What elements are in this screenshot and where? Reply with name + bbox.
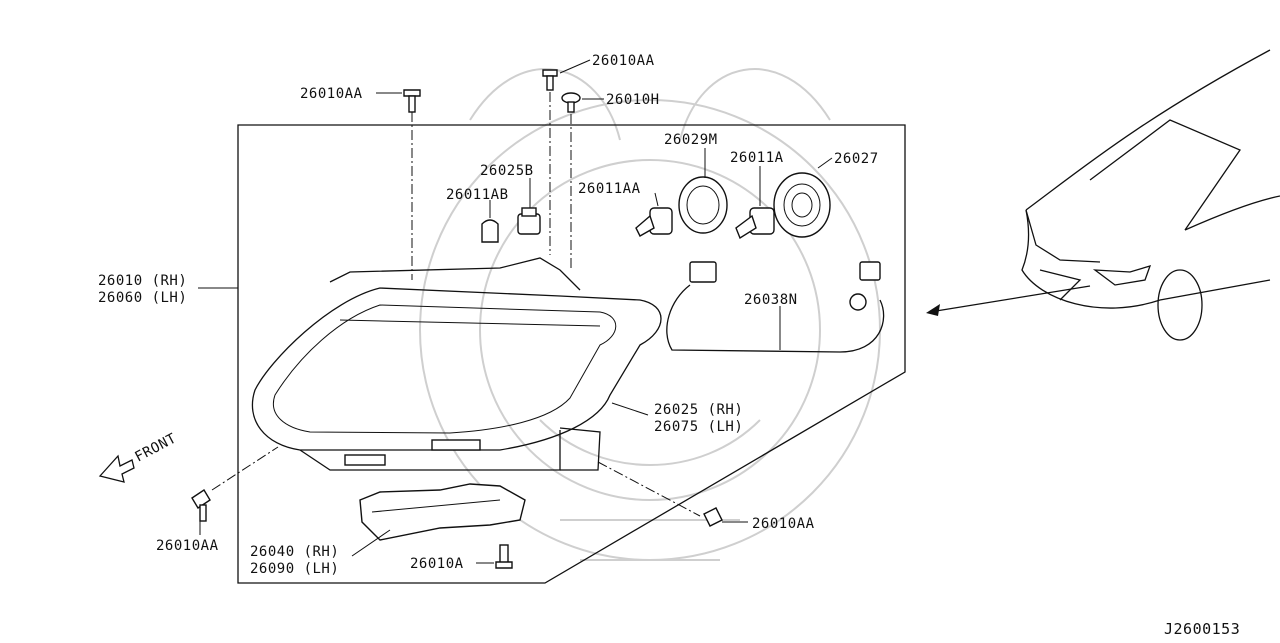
bolt-top-left[interactable] xyxy=(403,89,421,113)
callout-cap-main: 26029M xyxy=(664,132,718,148)
callout-bracket-lh: 26090 (LH) xyxy=(250,561,339,577)
wiring-harness[interactable] xyxy=(666,261,885,353)
front-label: FRONT xyxy=(132,430,179,465)
bulb-main-left[interactable] xyxy=(635,207,673,237)
locator-arrow xyxy=(926,285,1091,316)
callout-housing-rh: 26025 (RH) xyxy=(654,402,743,418)
assembly-frame xyxy=(237,124,906,584)
headlamp-housing[interactable] xyxy=(251,257,662,471)
socket-side[interactable] xyxy=(517,207,541,235)
callout-assembly-lh: 26060 (LH) xyxy=(98,290,187,306)
callout-screw-bottom: 26010A xyxy=(410,556,464,572)
cap-right[interactable] xyxy=(773,172,831,238)
diagram-id: J2600153 xyxy=(1164,620,1240,638)
callout-socket-side: 26025B xyxy=(480,163,534,179)
callout-bolt-top-left: 26010AA xyxy=(300,86,363,102)
callout-bracket-rh: 26040 (RH) xyxy=(250,544,339,560)
clip-top[interactable] xyxy=(561,92,581,113)
screw-bottom[interactable] xyxy=(495,544,513,569)
front-arrow-icon xyxy=(98,454,135,483)
callout-bulb-main-right: 26011A xyxy=(730,150,784,166)
callout-bolt-top-center: 26010AA xyxy=(592,53,655,69)
bulb-side[interactable] xyxy=(481,219,499,243)
cap-main[interactable] xyxy=(678,176,728,234)
bolt-bottom-left[interactable] xyxy=(191,489,211,522)
callout-clip-top: 26010H xyxy=(606,92,660,108)
callout-bolt-bottom-right: 26010AA xyxy=(752,516,815,532)
bracket[interactable] xyxy=(359,483,526,541)
callout-housing-lh: 26075 (LH) xyxy=(654,419,743,435)
bolt-top-center[interactable] xyxy=(542,69,558,91)
callout-cap-right: 26027 xyxy=(834,151,879,167)
bulb-main-right[interactable] xyxy=(735,207,775,240)
vehicle-sketch xyxy=(1021,49,1280,341)
callout-harness: 26038N xyxy=(744,292,798,308)
callout-bulb-main-left: 26011AA xyxy=(578,181,641,197)
callout-bolt-bottom-left: 26010AA xyxy=(156,538,219,554)
bolt-bottom-right[interactable] xyxy=(703,507,723,527)
callout-bulb-side: 26011AB xyxy=(446,187,509,203)
callout-assembly-rh: 26010 (RH) xyxy=(98,273,187,289)
